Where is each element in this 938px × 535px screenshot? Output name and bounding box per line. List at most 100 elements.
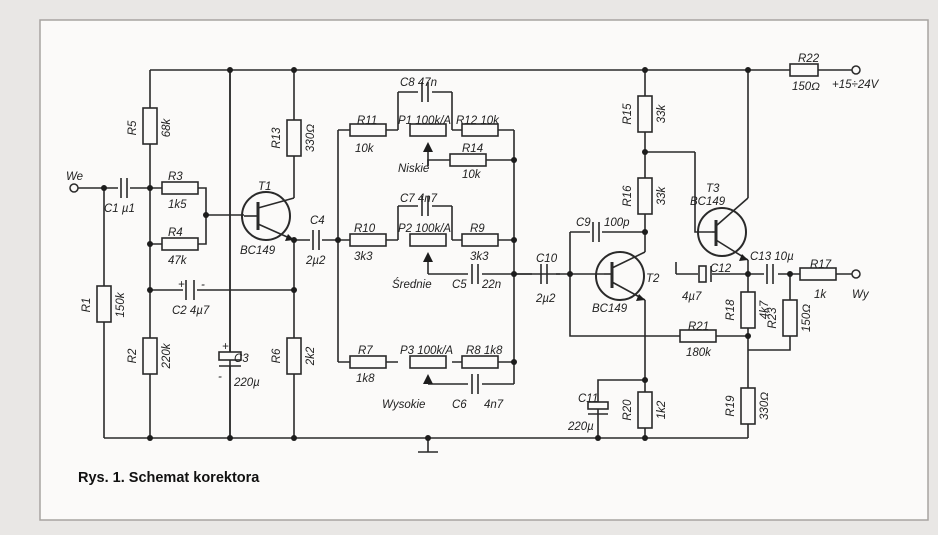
output-terminal — [851, 269, 861, 279]
c9-value: 100p — [604, 217, 630, 229]
c11-value: 220µ — [567, 421, 594, 433]
c5-value: 22n — [481, 279, 501, 291]
capacitor-c6 — [471, 374, 479, 394]
c2-plus: + — [178, 279, 185, 291]
r21-name: R21 — [688, 321, 709, 333]
p3-label: P3 100k/A — [400, 345, 453, 357]
resistor-r16 — [637, 177, 653, 215]
resistor-r5 — [142, 107, 158, 145]
c12-value: 4µ7 — [682, 291, 702, 303]
c5-name: C5 — [452, 279, 467, 291]
c3-value: 220µ — [233, 377, 260, 389]
r11-name: R11 — [357, 115, 377, 127]
capacitor-c9 — [592, 222, 600, 242]
r10-value: 3k3 — [354, 251, 373, 263]
resistor-r14 — [449, 153, 487, 167]
r6-value: 2k2 — [305, 346, 317, 366]
resistor-r19 — [740, 387, 756, 425]
r15-name: R15 — [622, 103, 634, 125]
resistor-r9 — [461, 233, 499, 247]
r10-name: R10 — [354, 223, 376, 235]
capacitor-c13 — [766, 264, 774, 284]
t3-name: T3 — [706, 183, 720, 195]
potentiometer-p3 — [409, 355, 447, 369]
c10-value: 2µ2 — [535, 293, 556, 305]
t3-type: BC149 — [690, 196, 726, 208]
capacitor-c1 — [120, 178, 128, 198]
wiper-p3 — [423, 374, 433, 384]
resistor-r13 — [286, 119, 302, 157]
mid-label: Średnie — [392, 278, 432, 291]
r16-value: 33k — [656, 185, 668, 205]
r7-value: 1k8 — [356, 373, 375, 385]
capacitor-c3 — [218, 70, 242, 438]
p2-label: P2 100k/A — [398, 223, 451, 235]
r5-value: 68k — [161, 117, 173, 137]
r4-value: 47k — [168, 255, 188, 267]
c4-name: C4 — [310, 215, 325, 227]
c12-name: C12 — [710, 263, 732, 275]
capacitor-c7 — [421, 196, 429, 216]
transistor-t3 — [697, 197, 749, 261]
input-label: We — [66, 171, 83, 183]
r1-value: 150k — [115, 291, 127, 317]
r23-name: R23 — [767, 307, 779, 329]
capacitor-c11 — [587, 401, 609, 415]
c3-name: C3 — [234, 353, 249, 365]
resistor-r23 — [782, 299, 798, 337]
c3-minus: - — [218, 371, 222, 383]
r11-value: 10k — [355, 143, 375, 155]
capacitor-c2 — [185, 280, 195, 300]
diagram-frame — [39, 19, 929, 521]
r22-value: 150Ω — [792, 81, 820, 93]
t1-name: T1 — [258, 181, 271, 193]
supply-terminal — [851, 65, 861, 75]
capacitor-c10 — [540, 264, 548, 284]
resistor-r17 — [799, 267, 837, 281]
resistor-r21 — [679, 329, 717, 343]
p1-label: P1 100k/A — [398, 115, 451, 127]
t2-name: T2 — [646, 273, 660, 285]
potentiometer-p2 — [409, 233, 447, 247]
r3-name: R3 — [168, 171, 183, 183]
r17-name: R17 — [810, 259, 832, 271]
r2-value: 220k — [161, 342, 173, 369]
r15-value: 33k — [656, 103, 668, 123]
c10-name: C10 — [536, 253, 558, 265]
input-terminal — [69, 183, 79, 193]
r21-value: 180k — [686, 347, 712, 359]
capacitor-c12 — [698, 265, 712, 283]
c6-name: C6 — [452, 399, 467, 411]
r2-name: R2 — [127, 348, 139, 363]
potentiometer-wipers — [423, 142, 433, 384]
r8-label: R8 1k8 — [466, 345, 503, 357]
resistor-r11 — [349, 123, 387, 137]
r13-value: 330Ω — [305, 124, 317, 152]
r17-value: 1k — [814, 289, 827, 301]
r3-value: 1k5 — [168, 199, 187, 211]
t1-type: BC149 — [240, 245, 276, 257]
c1-label: C1 µ1 — [104, 203, 135, 215]
treble-label: Wysokie — [382, 399, 425, 411]
c3-plus: + — [222, 341, 229, 353]
resistor-r2 — [142, 337, 158, 375]
r1-name: R1 — [81, 298, 93, 313]
potentiometer-p1 — [409, 123, 447, 137]
transistor-t1 — [241, 191, 295, 241]
r18-value: 4k7 — [759, 300, 771, 319]
r7-name: R7 — [358, 345, 373, 357]
resistor-r15 — [637, 95, 653, 133]
r9-name: R9 — [470, 223, 485, 235]
resistor-r8 — [461, 355, 499, 369]
c13-label: C13 10µ — [750, 251, 794, 263]
c9-name: C9 — [576, 217, 591, 229]
junction-dots — [101, 67, 793, 441]
r5-name: R5 — [127, 120, 139, 135]
r13-name: R13 — [271, 127, 283, 149]
capacitors — [120, 70, 774, 438]
resistor-r7 — [349, 355, 387, 369]
r9-value: 3k3 — [470, 251, 489, 263]
wiper-p1 — [423, 142, 433, 166]
r19-name: R19 — [725, 395, 737, 417]
